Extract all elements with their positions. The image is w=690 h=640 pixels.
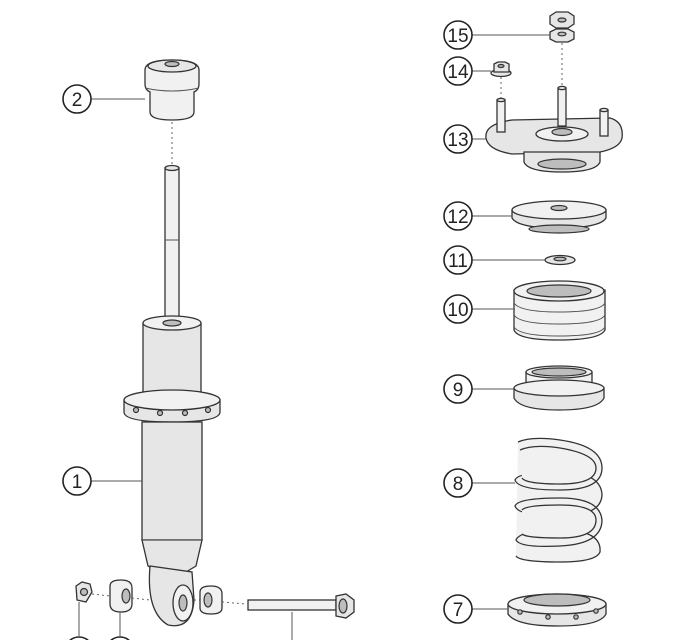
callout-12: 12	[443, 201, 473, 231]
lower-spring-seat	[507, 593, 607, 627]
lower-bolt	[247, 593, 355, 619]
strut-top-mount	[485, 85, 623, 173]
callout-9: 9	[443, 374, 473, 404]
callout-8-label: 8	[453, 474, 464, 495]
callout-1: 1	[62, 466, 92, 496]
shock-absorber-body	[141, 421, 203, 573]
lower-bushing-right	[199, 585, 223, 615]
callout-9-label: 9	[453, 380, 464, 401]
flange-nut	[490, 61, 512, 78]
lower-nut	[75, 581, 93, 603]
top-nut	[549, 11, 575, 29]
callout-14: 14	[443, 56, 473, 86]
damper-upper-body	[142, 315, 202, 396]
piston-rod	[164, 164, 180, 329]
bump-stop	[144, 59, 200, 121]
callout-15: 15	[443, 20, 473, 50]
callout-15-label: 15	[447, 26, 468, 47]
spring-seat-adapter	[513, 365, 605, 411]
callout-10: 10	[443, 294, 473, 324]
lower-mounting-eye	[148, 565, 195, 627]
spring-seat-collar	[123, 389, 221, 423]
callout-13-label: 13	[447, 130, 468, 151]
callout-2: 2	[62, 84, 92, 114]
helper-spring	[513, 280, 606, 341]
callout-2-label: 2	[72, 90, 83, 111]
callout-10-label: 10	[447, 300, 468, 321]
callout-13: 13	[443, 124, 473, 154]
callout-1-label: 1	[72, 472, 83, 493]
main-coil-spring	[514, 437, 603, 563]
callout-14-label: 14	[447, 62, 469, 83]
spring-upper-seat	[511, 200, 607, 234]
lower-bushing-left	[109, 579, 133, 613]
callout-8: 8	[443, 468, 473, 498]
top-washer	[549, 28, 575, 43]
callout-11-label: 11	[448, 251, 468, 272]
callout-7: 7	[443, 594, 473, 624]
callout-7-label: 7	[453, 600, 464, 621]
callout-11: 11	[443, 245, 473, 275]
callout-12-label: 12	[447, 207, 468, 228]
washer	[544, 254, 576, 266]
